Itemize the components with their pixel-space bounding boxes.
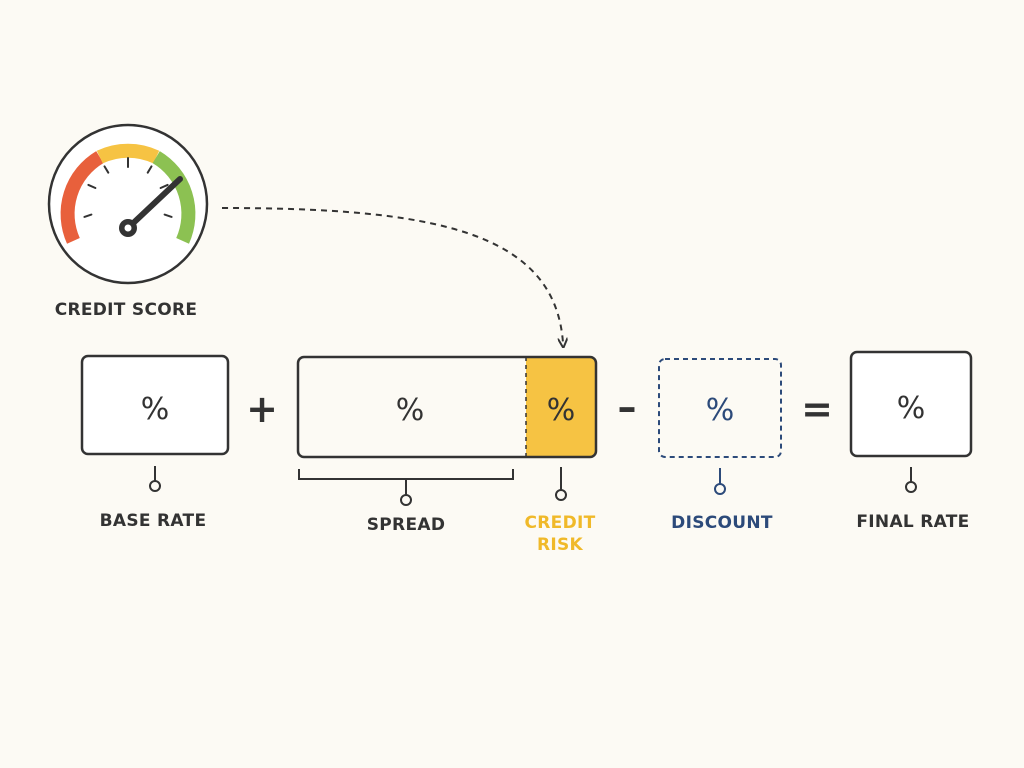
base-rate-box [80,354,230,456]
spread-bracket [298,469,514,480]
discount-percent: % [706,393,735,428]
spread-box [296,355,598,459]
gauge-hub-center [124,224,132,232]
gauge-green-arc [152,151,196,244]
discount-label: DISCOUNT [671,513,773,533]
credit-risk-label-line1: CREDIT [524,513,595,533]
credit-risk-percent: % [547,393,576,428]
spread-connector-dot [400,494,412,506]
spread-percent: % [396,393,425,428]
base-rate-label: BASE RATE [100,511,207,531]
gauge-ticks [83,157,173,218]
equals-operator: = [801,387,833,431]
credit-risk-label-line2: RISK [537,535,584,555]
gauge-needle [125,176,183,231]
credit-risk-fill [526,357,596,457]
gauge-yellow-arc [96,143,160,164]
plus-operator: + [246,387,278,431]
base-rate-connector-dot [149,480,161,492]
minus-operator: – [618,385,637,429]
gauge-red-arc [60,151,104,244]
gauge-icon [47,123,209,285]
base-rate-percent: % [141,392,170,427]
credit-score-arrow [221,207,563,343]
credit-score-label: CREDIT SCORE [55,300,198,320]
final-rate-connector-dot [905,481,917,493]
discount-box [658,358,782,458]
final-rate-box [849,350,973,458]
spread-label: SPREAD [367,515,445,535]
final-rate-label: FINAL RATE [856,512,969,532]
discount-connector-dot [714,483,726,495]
credit-risk-connector-dot [555,489,567,501]
final-rate-percent: % [897,391,926,426]
